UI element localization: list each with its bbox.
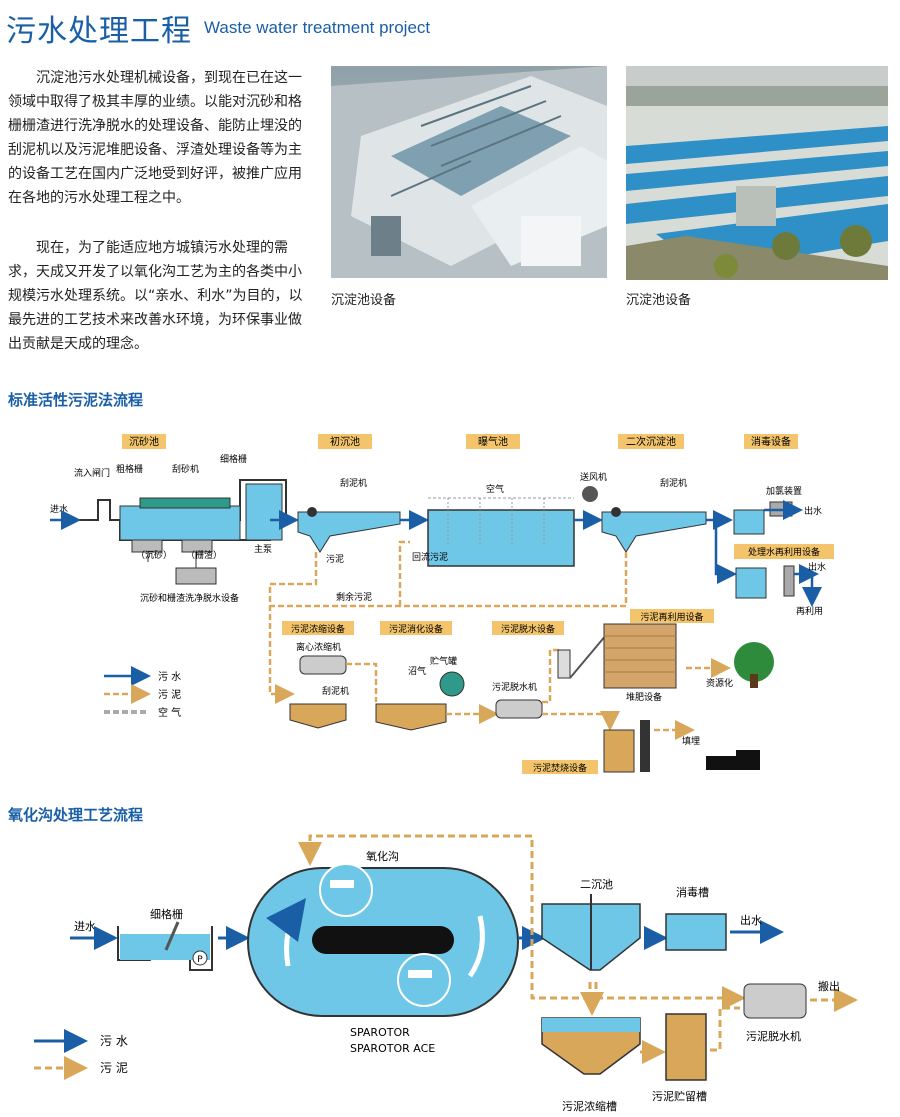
label-biogas: 沼气 xyxy=(408,665,426,677)
stage-sludge-reuse: 污泥再利用设备 xyxy=(640,611,703,623)
stage-incineration: 污泥焚烧设备 xyxy=(533,762,587,774)
label-fine-screen: 细格栅 xyxy=(220,453,247,465)
label-sparotor-ace: SPAROTOR ACE xyxy=(350,1042,435,1055)
stage-box-disinfect xyxy=(744,434,798,449)
label-inlet: 进水 xyxy=(50,503,68,515)
label-screenings: （栅渣） xyxy=(186,549,222,561)
truck-icon xyxy=(706,756,736,770)
stage-box-secondary xyxy=(618,434,684,449)
label-chlorinator: 加氯装置 xyxy=(766,485,802,497)
stage-grit-chamber: 沉砂池 xyxy=(129,435,159,448)
legend-sludge: 污 泥 xyxy=(158,688,181,701)
label-scraper-secondary: 刮泥机 xyxy=(660,477,687,489)
label-landfill: 填埋 xyxy=(682,735,700,747)
legend-sludge: 污 泥 xyxy=(100,1061,128,1075)
stage-disinfection: 消毒设备 xyxy=(751,435,791,448)
stage-dewatering: 污泥脱水设备 xyxy=(501,623,555,635)
photo-caption-right: 沉淀池设备 xyxy=(626,293,692,308)
label-inlet: 进水 xyxy=(74,920,96,933)
label-dewatering-machine: 污泥脱水机 xyxy=(746,1029,801,1043)
oxidation-ditch-flow-diagram: 进水 细格栅 P 氧化沟 SPAROTOR SPAROTOR ACE 二沉池 消… xyxy=(34,834,858,1113)
settling-tank-photo-left xyxy=(331,66,607,278)
label-air: 空气 xyxy=(486,483,504,495)
label-outlet: 出水 xyxy=(740,913,762,927)
dewatering-machine-icon xyxy=(743,983,807,1019)
activated-sludge-flow-diagram: 沉砂池 初沉池 曝气池 二次沉淀池 消毒设备 流入闸门 粗格栅 刮砂机 细格栅 … xyxy=(50,434,834,774)
stage-digestion: 污泥消化设备 xyxy=(389,623,443,635)
label-oxidation-ditch: 氧化沟 xyxy=(366,849,399,863)
intro-paragraph-2: 现在，为了能适应地方城镇污水处理的需求，天成又开发了以氧化沟工艺为主的各类中小规… xyxy=(8,240,303,352)
label-sludge: 污泥 xyxy=(326,553,344,565)
rotor-detail-icon xyxy=(319,863,373,917)
label-grit: （沉砂） xyxy=(136,549,172,561)
stage-primary-settling: 初沉池 xyxy=(330,435,360,448)
stage-box-grit xyxy=(122,434,166,449)
label-clarifier: 二沉池 xyxy=(580,878,613,891)
label-thickener-tank: 污泥浓缩槽 xyxy=(562,1100,617,1113)
legend-air: 空 气 xyxy=(158,706,181,719)
label-dewatering-machine: 污泥脱水机 xyxy=(492,681,537,693)
settling-tank-photo-right xyxy=(626,66,888,280)
label-outlet-2: 出水 xyxy=(808,561,826,573)
label-gas-tank: 贮气罐 xyxy=(430,655,457,667)
stage-box-aeration xyxy=(466,434,520,449)
label-coarse-screen: 粗格栅 xyxy=(116,463,143,475)
label-discharge: 搬出 xyxy=(818,979,840,993)
label-scraper-primary: 刮泥机 xyxy=(340,477,367,489)
label-inflow-gate: 流入闸门 xyxy=(74,467,110,479)
tree-icon xyxy=(734,642,774,682)
section-title-activated-sludge: 标准活性污泥法流程 xyxy=(8,391,144,409)
label-scraper-thickener: 刮泥机 xyxy=(322,685,349,697)
stage-secondary-settling: 二次沉淀池 xyxy=(626,435,676,448)
stage-thickening: 污泥浓缩设备 xyxy=(291,623,345,635)
label-outlet-1: 出水 xyxy=(804,505,822,517)
label-reuse-equipment: 处理水再利用设备 xyxy=(748,546,820,558)
label-excess-sludge: 剩余污泥 xyxy=(336,591,372,603)
label-main-pump: 主泵 xyxy=(254,543,272,555)
label-resource: 资源化 xyxy=(706,677,733,689)
intro-paragraph-1: 沉淀池污水处理机械设备，到现在已在这一领域中取得了极其丰厚的业绩。以能对沉砂和格… xyxy=(8,70,302,206)
label-grit-washing: 沉砂和栅渣洗净脱水设备 xyxy=(140,592,239,604)
label-grit-scraper: 刮砂机 xyxy=(172,463,199,475)
label-compost: 堆肥设备 xyxy=(626,691,662,703)
stage-aeration: 曝气池 xyxy=(478,435,508,448)
legend-water: 污 水 xyxy=(100,1034,128,1048)
label-disinfection-tank: 消毒槽 xyxy=(676,885,709,899)
label-storage-tank: 污泥贮留槽 xyxy=(652,1090,707,1103)
label-reuse: 再利用 xyxy=(796,605,823,617)
photo-caption-left: 沉淀池设备 xyxy=(331,293,397,308)
label-return-sludge: 回流污泥 xyxy=(412,551,448,563)
page-title: 污水处理工程 xyxy=(6,14,192,49)
legend-water: 污 水 xyxy=(158,671,181,683)
page-title-english: Waste water treatment project xyxy=(204,18,431,37)
stage-box-primary xyxy=(318,434,372,449)
label-blower: 送风机 xyxy=(580,471,607,483)
section-title-oxidation-ditch: 氧化沟处理工艺流程 xyxy=(8,806,144,824)
blower-icon xyxy=(582,486,598,502)
label-centrifuge: 离心浓缩机 xyxy=(296,641,341,653)
pump-icon: P xyxy=(197,955,203,965)
label-fine-screen: 细格栅 xyxy=(150,907,183,921)
label-sparotor: SPAROTOR xyxy=(350,1026,410,1039)
